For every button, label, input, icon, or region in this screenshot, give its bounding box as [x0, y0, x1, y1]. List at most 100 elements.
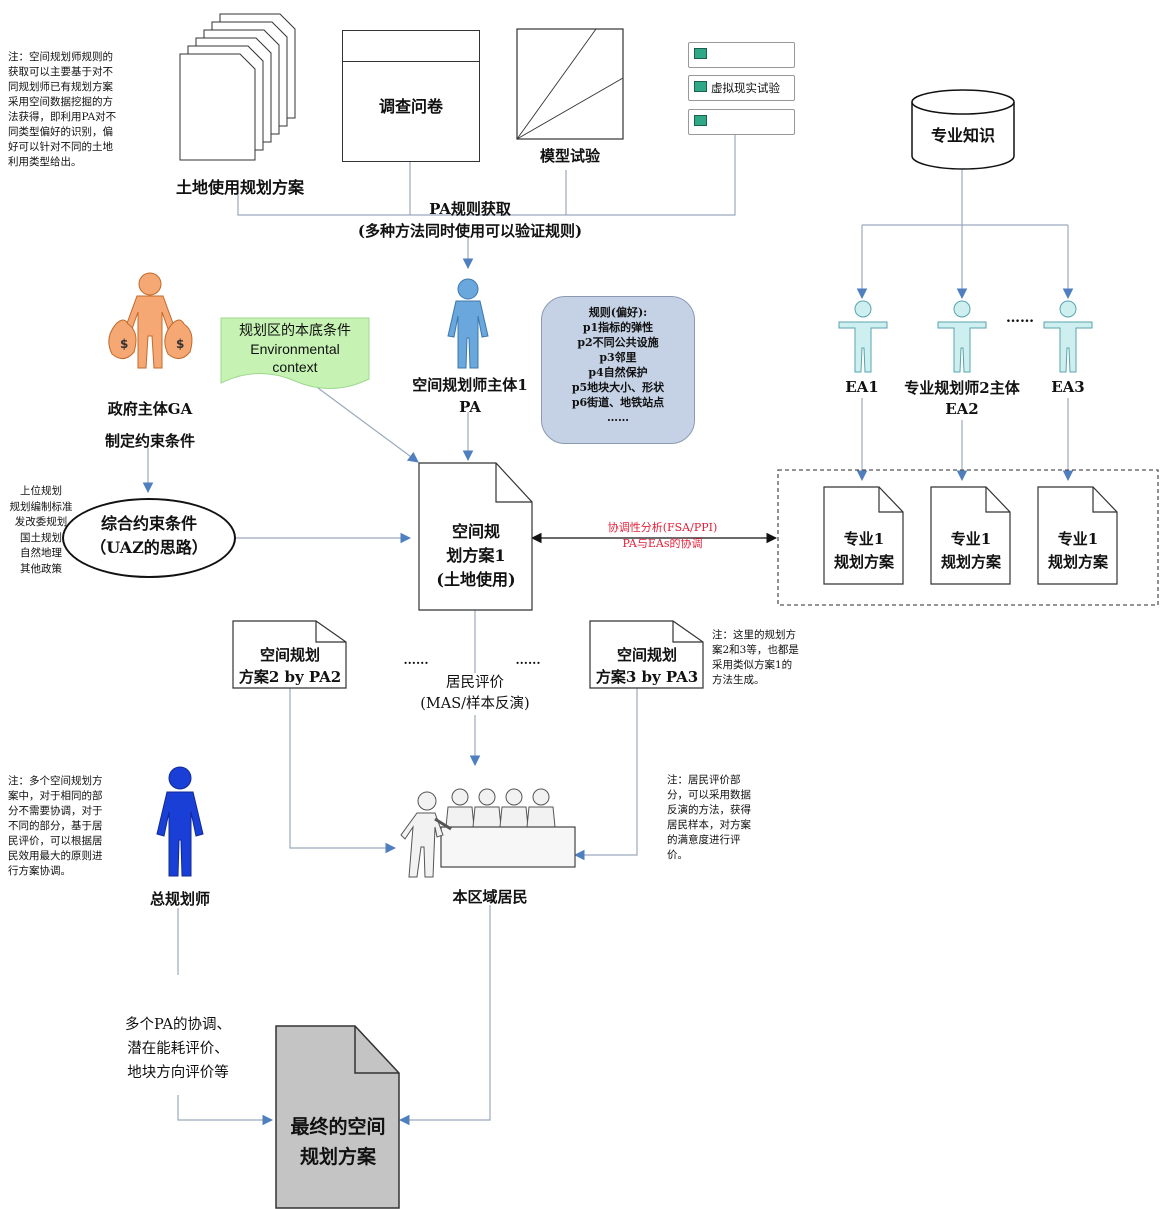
plan1-line3: (土地使用): [436, 570, 516, 589]
plan2-label: 空间规划 方案2 by PA2: [232, 644, 348, 688]
note-line: 采用类似方案1的: [712, 659, 793, 671]
questionnaire-label: 调查问卷: [378, 97, 443, 116]
expert-plan-2-line1: 专业1: [950, 530, 992, 548]
note-line: 案2和3等，也都是: [712, 644, 799, 656]
top-collector-line: [237, 135, 736, 216]
note-line: 同类型偏好的识别，偏: [8, 126, 113, 138]
note-line: 民效用最大的原则进: [8, 850, 103, 862]
constraint-item: 上位规划: [20, 485, 62, 497]
vr-experiment-label: 虚拟现实试验: [711, 81, 780, 95]
coordination-note-line: 潜在能耗评价、: [127, 1041, 229, 1057]
note-line: 获取可以主要基于对不: [8, 66, 113, 78]
model-chart-icon: [516, 28, 624, 140]
model-experiment-label: 模型试验: [539, 147, 600, 165]
note-line: 采用空间数据挖掘的方: [8, 96, 113, 108]
ea2-line2: EA2: [945, 400, 979, 418]
planner1-label: 空间规划师主体1 PA: [395, 374, 545, 418]
environment-flag-shape: [220, 317, 370, 390]
note-lower-left: 注：多个空间规划方案中，对于相同的部分不需要协调，对于不同的部分，基于居民评价，…: [8, 774, 148, 879]
constraints-line1: 综合约束条件: [100, 514, 197, 533]
planner1-line2: PA: [459, 398, 481, 416]
environment-label: 规划区的本底条件 Environmental context: [220, 322, 370, 376]
questionnaire-box: 调查问卷: [342, 30, 480, 162]
database-cylinder-icon: [911, 89, 1015, 170]
note-line: 分，可以采用数据: [667, 789, 751, 801]
note-line: 分不需要协调，对于: [8, 805, 103, 817]
note-lower-right: 注：居民评价部分，可以采用数据反演的方法，获得居民样本，对方案的满意度进行评价。: [667, 773, 782, 863]
plan3-label: 空间规划 方案3 by PA3: [589, 644, 705, 688]
pa-rules-line1: PA规则获取: [429, 200, 511, 218]
residents-meeting-icon: [400, 788, 576, 878]
environment-line1: 规划区的本底条件: [239, 323, 351, 339]
constraint-item: 自然地理: [20, 547, 62, 559]
evaluation-dots-right: ......: [515, 653, 541, 667]
stacked-documents-icon: [179, 13, 296, 161]
coordination-note-line: 地块方向评价等: [127, 1065, 229, 1081]
evaluation-dots-left: ......: [403, 653, 429, 667]
svg-text:$: $: [176, 337, 184, 351]
coordination-note-line: 多个PA的协调、: [125, 1017, 231, 1033]
note-line: 注：多个空间规划方: [8, 775, 103, 787]
note-line: 注：这里的规划方: [712, 629, 796, 641]
ea3-figure-icon: [1043, 300, 1093, 373]
ea2-label: 专业规划师2主体 EA2: [892, 378, 1032, 420]
chief-planner-figure-icon: [156, 766, 204, 877]
rule-item: ……: [607, 411, 629, 424]
note-line: 法获得，即利用PA对不: [8, 111, 117, 123]
expert-plan-3-line1: 专业1: [1057, 530, 1099, 548]
coordination-line1: 协调性分析(FSA/PPI): [607, 521, 718, 534]
note-line: 反演的方法，获得: [667, 804, 751, 816]
expert-plan-1-line1: 专业1: [843, 530, 885, 548]
note-line: 利用类型给出。: [8, 156, 82, 168]
government-figure-icon: $ $: [108, 272, 193, 369]
note-line: 民评价，可以根据居: [8, 835, 103, 847]
residents-label: 本区域居民: [452, 888, 528, 906]
constraint-item: 国土规划: [20, 531, 62, 544]
ea2-figure-icon: [937, 300, 987, 373]
note-line: 居民样本，对方案: [667, 819, 751, 831]
rule-item: p4自然保护: [588, 366, 648, 379]
note-top-left: 注：空间规划师规则的获取可以主要基于对不同规划师已有规划方案采用空间数据挖掘的方…: [8, 50, 148, 170]
rule-item: p6街道、地铁站点: [571, 396, 665, 409]
note-line: 方法生成。: [712, 674, 765, 686]
svg-text:$: $: [120, 337, 128, 351]
expert-plan-2-document-icon: [930, 486, 1011, 585]
note-line: 好可以针对不同的土地: [8, 141, 113, 153]
expert-plan-1-document-icon: [823, 486, 904, 585]
vr-box-2: 虚拟现实试验: [688, 75, 795, 101]
plan2-line2: 方案2 by PA2: [238, 668, 342, 686]
evaluation-line1: 居民评价: [446, 675, 504, 691]
constraints-list: 上位规划规划编制标准发改委规划国土规划自然地理其他政策: [6, 484, 76, 577]
note-line: 同规划师已有规划方案: [8, 81, 113, 93]
monitor-icon: [694, 81, 707, 92]
note-line: 注：空间规划师规则的: [8, 51, 113, 63]
planner1-figure-icon: [447, 278, 489, 369]
note-line: 案中，对于相同的部: [8, 790, 103, 802]
planner1-line1: 空间规划师主体1: [412, 376, 528, 394]
rule-item: p1指标的弹性: [582, 321, 654, 334]
expert-plan-1-line2: 规划方案: [833, 553, 894, 571]
plan3-document-icon: [589, 620, 704, 689]
evaluation-label: 居民评价 (MAS/样本反演): [400, 673, 550, 715]
ea1-figure-icon: [838, 300, 888, 373]
final-plan-document-icon: [275, 1025, 400, 1209]
coordination-note: 多个PA的协调、潜在能耗评价、地块方向评价等: [108, 1013, 248, 1085]
rule-item: p5地块大小、形状: [571, 381, 665, 394]
expert-plan-3-label: 专业1 规划方案: [1037, 528, 1119, 574]
ea1-label: EA1: [845, 378, 879, 396]
vr-box-3: [688, 109, 795, 135]
ea2-line1: 专业规划师2主体: [904, 379, 1020, 397]
ea3-label: EA3: [1051, 378, 1085, 396]
expert-plan-2-label: 专业1 规划方案: [930, 528, 1012, 574]
rules-title: 规则(偏好):: [588, 306, 648, 319]
vr-box-1: [688, 42, 795, 68]
expert-plan-1-label: 专业1 规划方案: [823, 528, 905, 574]
environment-line3: context: [272, 359, 318, 375]
coordination-label: 协调性分析(FSA/PPI) PA与EAs的协调: [575, 520, 750, 552]
constraints-line2: （UAZ的思路）: [90, 538, 208, 557]
government-action-label: 制定约束条件: [104, 432, 195, 450]
plan1-line2: 划方案1: [446, 546, 506, 565]
constraint-item: 规划编制标准: [9, 500, 73, 513]
expert-plan-2-line2: 规划方案: [940, 553, 1001, 571]
